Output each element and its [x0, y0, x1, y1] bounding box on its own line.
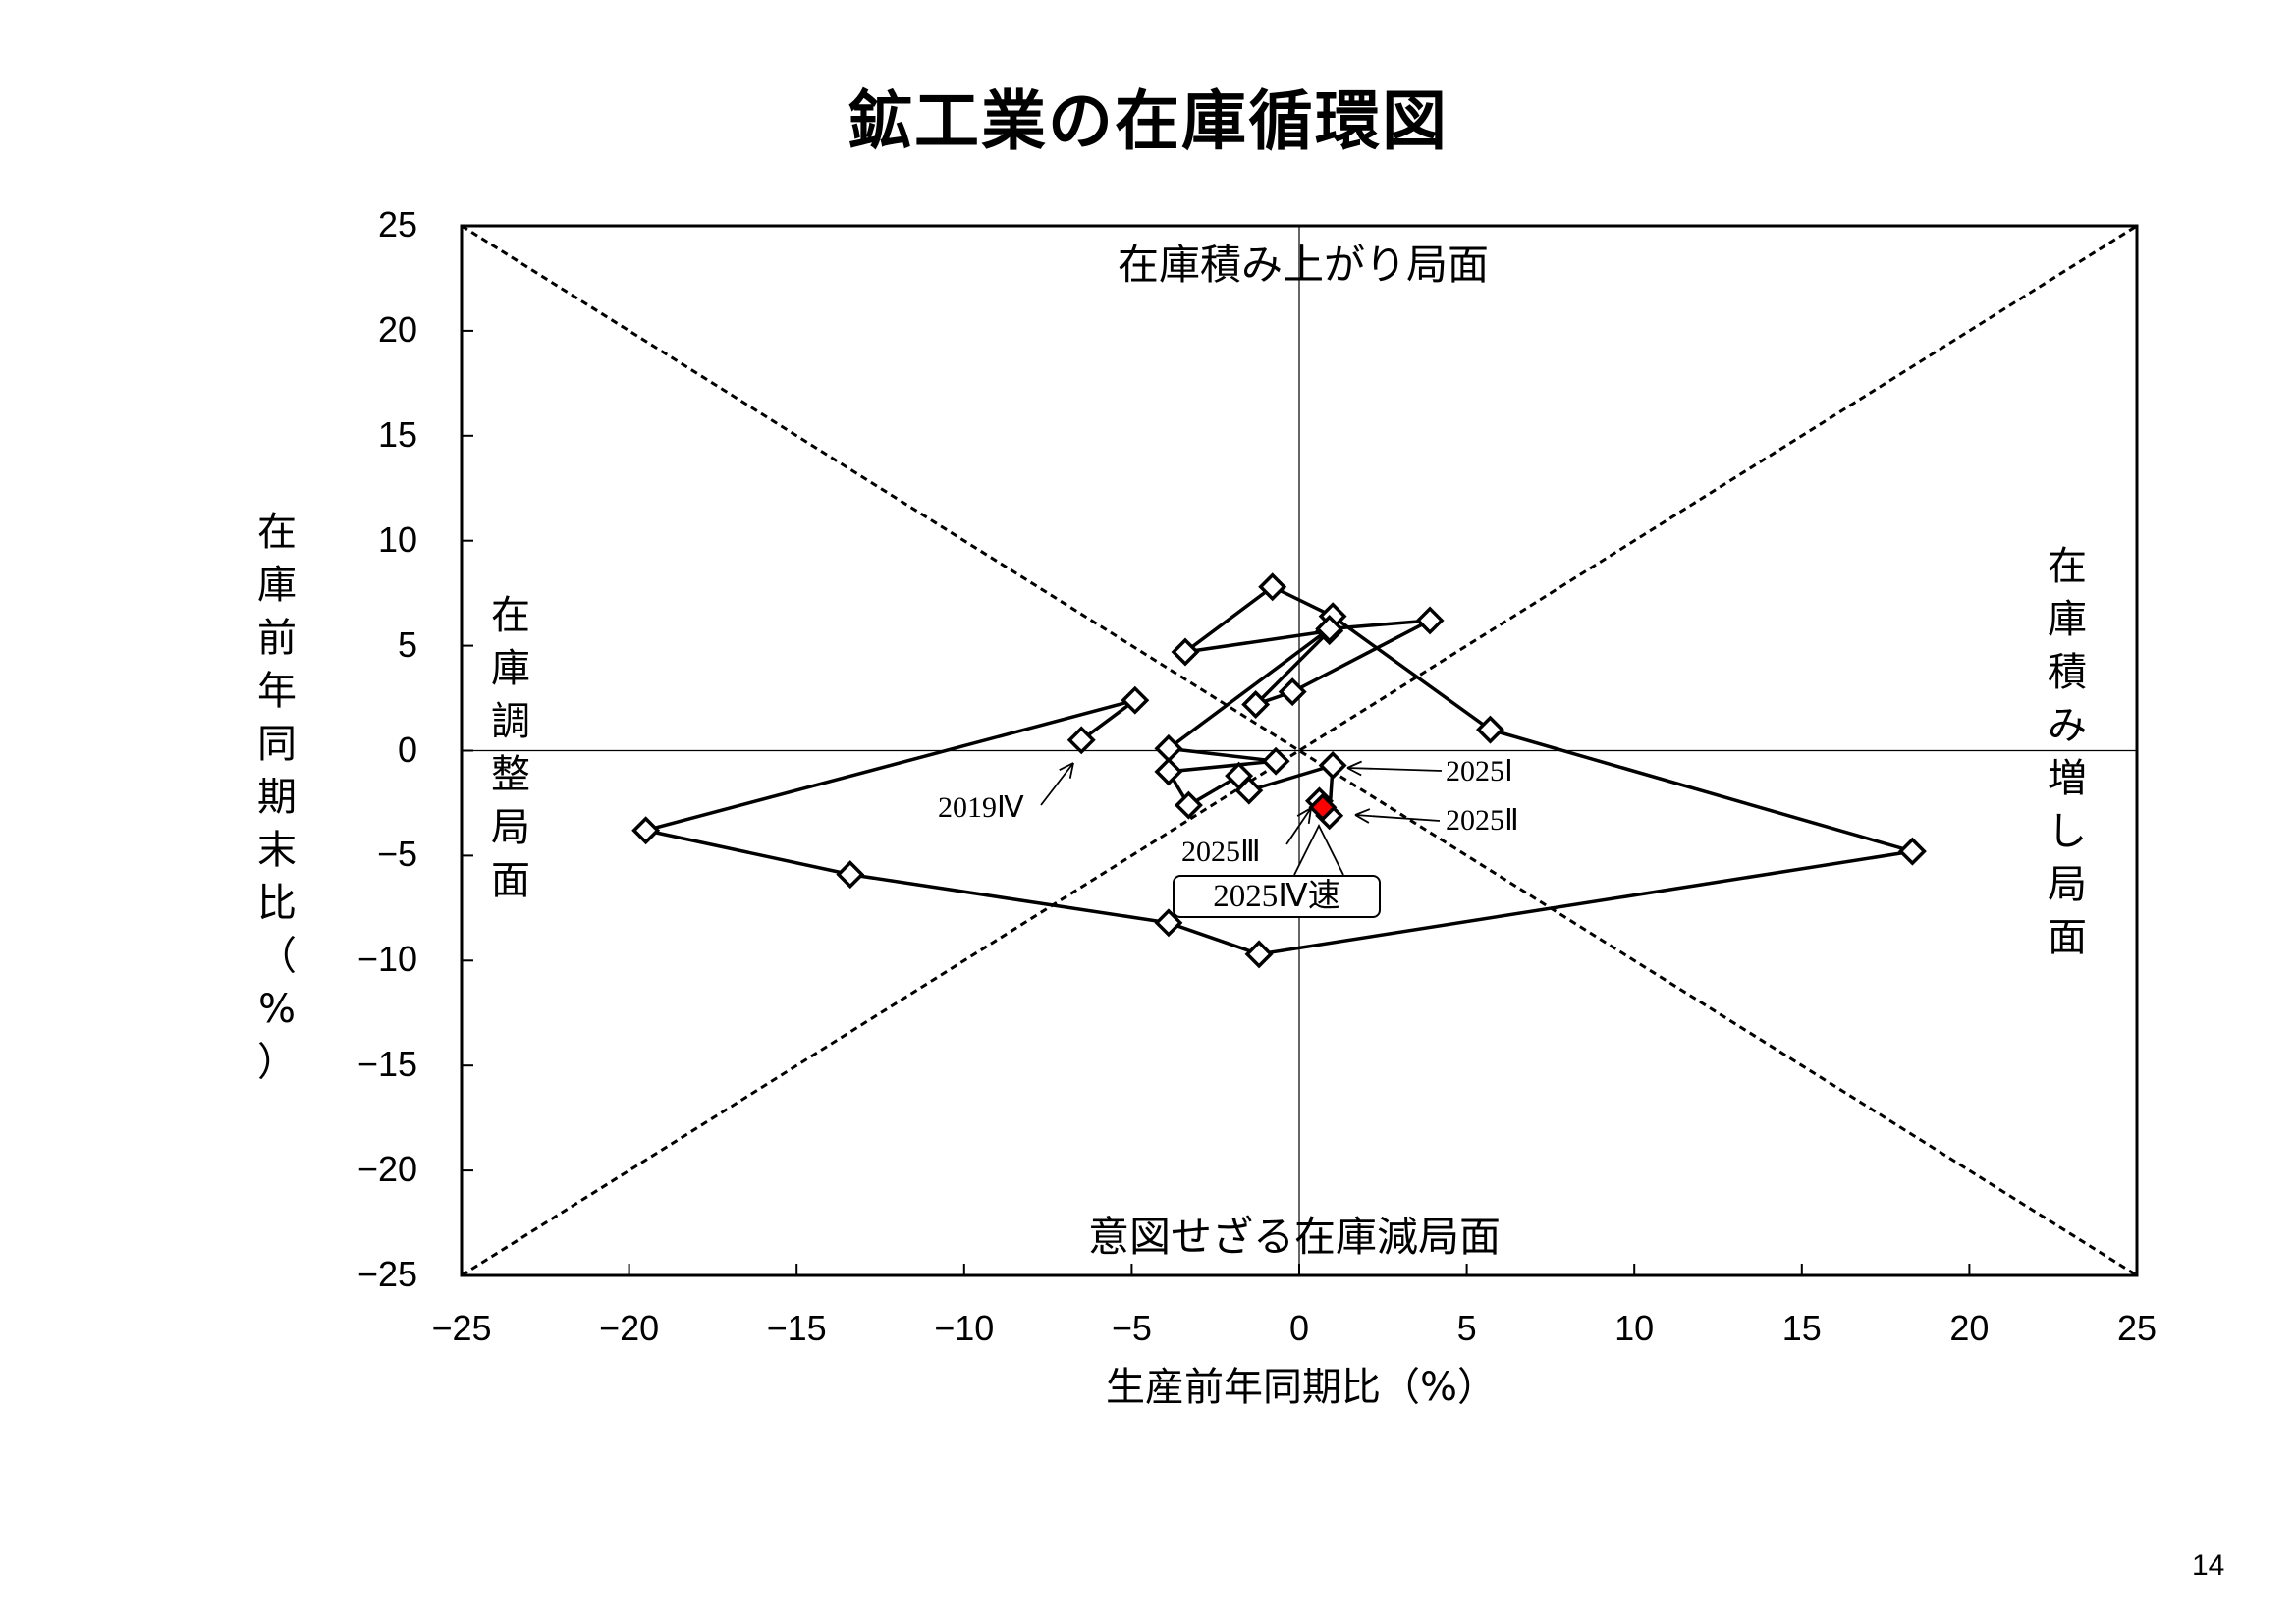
diamond-marker — [1241, 689, 1271, 719]
quadrant-label-bottom: 意図せざる在庫減局面 — [1088, 1213, 1502, 1261]
y-tick-label: −10 — [356, 939, 417, 980]
annotation-2025III: 2025Ⅲ — [1181, 836, 1261, 868]
x-axis-label: 生産前年同期比（%） — [1105, 1365, 1497, 1410]
diamond-marker — [1476, 715, 1504, 744]
label-char: 増 — [2048, 756, 2087, 801]
arrowhead — [1296, 807, 1312, 817]
x-tick-label: 20 — [1949, 1308, 1990, 1348]
y-tick-label: 25 — [377, 204, 417, 244]
diamond-marker — [836, 860, 865, 890]
y-tick-label: 20 — [377, 308, 417, 350]
label-char: 庫 — [491, 646, 530, 691]
quadrant-label-left: 在庫調整局面 — [491, 589, 530, 907]
diamond-marker — [1244, 940, 1274, 969]
chart-title: 鉱工業の在庫循環図 — [847, 83, 1449, 159]
diamond-marker — [1154, 908, 1183, 938]
label-char: 在 — [491, 593, 530, 638]
diamond-marker — [1154, 757, 1183, 786]
y-tick-label: 5 — [397, 623, 417, 665]
diamond-marker — [1234, 776, 1264, 805]
y-tick-label: −25 — [356, 1254, 417, 1294]
x-tick-label: −25 — [431, 1308, 492, 1348]
y-tick-label: 0 — [397, 729, 417, 770]
label-char: 調 — [491, 699, 530, 744]
label-char: し — [2048, 809, 2087, 854]
diamond-marker — [1897, 837, 1927, 866]
arrowhead — [1307, 807, 1312, 824]
y-tick-label: 10 — [377, 518, 417, 560]
y-axis-label: 在庫前年同期末比 （% ） — [257, 506, 297, 1089]
label-char: み — [2048, 703, 2087, 748]
label-char: 庫 — [257, 563, 297, 608]
diamond-marker — [1315, 615, 1344, 643]
label-char: 面 — [2048, 915, 2087, 960]
label-char: 局 — [491, 805, 530, 850]
arrowhead — [1346, 760, 1362, 769]
y-tick-label: 15 — [377, 413, 417, 455]
highlight-diamond-marker — [1308, 792, 1338, 822]
arrow-2025III — [1285, 807, 1312, 845]
diamond-marker — [1318, 750, 1347, 780]
label-char: 前 — [257, 616, 297, 661]
x-tick-label: 10 — [1614, 1308, 1655, 1348]
arrow-2025II — [1354, 814, 1441, 822]
diamond-marker — [1261, 746, 1290, 776]
arrowhead — [1059, 762, 1074, 771]
arrow-2025I — [1346, 767, 1443, 772]
diamond-marker — [1066, 726, 1096, 755]
annotation-2025I: 2025Ⅰ — [1446, 755, 1513, 787]
label-char: 積 — [2048, 650, 2087, 695]
x-tick-label: −15 — [766, 1308, 827, 1348]
x-tick-label: 25 — [2116, 1308, 2158, 1348]
arrow-2019IV — [1040, 762, 1074, 806]
label-char: 面 — [491, 858, 530, 903]
page-number: 14 — [2192, 1549, 2225, 1582]
label-char: 庫 — [2048, 597, 2087, 642]
quadrant-label-top: 在庫積み上がり局面 — [1118, 241, 1490, 289]
label-char: 局 — [2048, 862, 2087, 907]
callout-pointer-2025IV — [1293, 823, 1344, 876]
annotation-2019IV: 2019Ⅳ — [938, 791, 1024, 824]
label-char: 年 — [257, 669, 297, 714]
diamond-marker — [1174, 790, 1203, 820]
label-char: 同 — [257, 722, 297, 767]
arrowhead — [1346, 767, 1362, 777]
label-char: % — [257, 987, 296, 1032]
x-tick-label: 5 — [1456, 1308, 1477, 1348]
data-series — [631, 572, 1927, 969]
diamond-marker — [1278, 677, 1307, 707]
y-tick-label: −5 — [376, 834, 417, 875]
annotation-arrows — [1040, 760, 1443, 876]
label-char: 在 — [2048, 544, 2087, 589]
label-char: 整 — [491, 752, 530, 797]
label-char: ） — [257, 1040, 297, 1085]
x-tick-label: 0 — [1288, 1308, 1310, 1348]
diamond-marker — [1121, 685, 1150, 715]
x-tick-label: −5 — [1111, 1308, 1152, 1348]
diamond-marker — [1258, 572, 1287, 602]
x-tick-label: −10 — [934, 1308, 995, 1348]
reference-lines — [461, 224, 2138, 1277]
label-char: 在 — [257, 510, 297, 555]
annotation-2025II: 2025Ⅱ — [1446, 804, 1519, 837]
diamond-marker — [1171, 637, 1200, 667]
diamond-marker — [1415, 606, 1445, 635]
label-char: 期 — [257, 775, 297, 820]
x-tick-label: 15 — [1781, 1308, 1822, 1348]
y-tick-label: −15 — [356, 1044, 417, 1085]
label-char: 末 — [257, 828, 297, 873]
quadrant-label-right: 在庫積み増し局面 — [2048, 540, 2087, 964]
arrowhead — [1354, 808, 1371, 816]
diamond-marker — [631, 816, 661, 845]
arrowhead — [1354, 814, 1370, 824]
x-tick-label: −20 — [599, 1308, 660, 1348]
label-char: 比 — [257, 881, 297, 926]
arrowhead — [1068, 762, 1074, 779]
annotation-2025IV-callout: 2025Ⅳ速 — [1173, 875, 1381, 918]
label-char: （ — [257, 934, 297, 979]
y-tick-label: −20 — [356, 1149, 417, 1190]
